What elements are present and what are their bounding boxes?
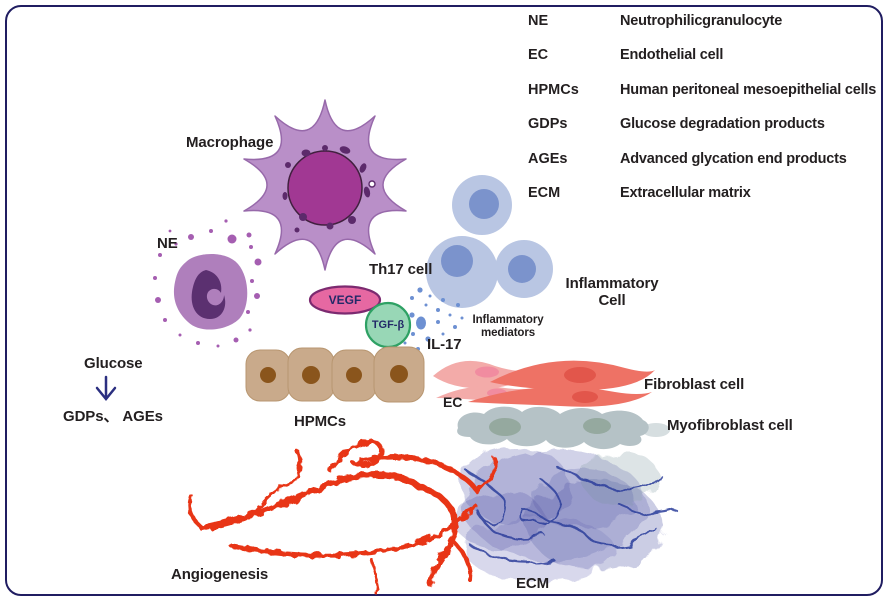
hpmcs-label: HPMCs bbox=[294, 413, 347, 430]
glucose-label: Glucose bbox=[84, 355, 143, 372]
legend-abbr: GDPs bbox=[528, 116, 568, 133]
legend-abbr: AGEs bbox=[528, 150, 568, 167]
macrophage-label: Macrophage bbox=[186, 134, 274, 151]
fibroblast-label: Fibroblast cell bbox=[644, 376, 745, 393]
legend-definition: Extracellular matrix bbox=[620, 184, 751, 201]
legend-definition: Glucose degradation products bbox=[620, 116, 825, 133]
hpmc-cells-illustration bbox=[245, 346, 425, 403]
glucose-arrow-icon bbox=[95, 375, 117, 401]
legend-definition: Neutrophilicgranulocyte bbox=[620, 13, 783, 29]
legend-abbr: ECM bbox=[528, 184, 561, 201]
macrophage-nucleus bbox=[287, 150, 363, 226]
legend-abbr: NE bbox=[528, 13, 549, 29]
ecm-illustration bbox=[455, 447, 677, 582]
angiogenesis-label: Angiogenesis bbox=[171, 566, 269, 583]
legend-row-hpmcs: HPMCs Human peritoneal mesoepithelial ce… bbox=[528, 82, 878, 116]
legend-definition: Endothelial cell bbox=[620, 47, 724, 64]
macrophage-illustration bbox=[243, 99, 407, 271]
il17-label: IL-17 bbox=[427, 336, 462, 353]
gdps-ages-label: GDPs、 AGEs bbox=[63, 408, 163, 425]
ne-label: NE bbox=[157, 235, 178, 252]
th17-label: Th17 cell bbox=[369, 261, 433, 278]
th17-cells-illustration bbox=[426, 175, 553, 308]
legend-row-ages: AGEs Advanced glycation end products bbox=[528, 151, 878, 185]
ec-label: EC bbox=[443, 394, 463, 410]
tgfb-badge-label: TGF-β bbox=[371, 319, 405, 331]
mediator-dots bbox=[403, 287, 464, 351]
fibroblast-illustration bbox=[433, 360, 655, 407]
legend-row-ecm: ECM Extracellular matrix bbox=[528, 185, 878, 219]
ne-nucleus bbox=[191, 270, 226, 319]
legend-definition: Human peritoneal mesoepithelial cells bbox=[620, 81, 877, 98]
figure-border bbox=[5, 5, 883, 596]
legend-abbr: HPMCs bbox=[528, 81, 579, 98]
inflammatory-cell-line2: Cell bbox=[598, 292, 626, 310]
inflammatory-cell-line1: Inflammatory bbox=[565, 275, 659, 292]
myofibroblast-illustration bbox=[457, 406, 670, 450]
vegf-badge-label: VEGF bbox=[328, 293, 362, 307]
legend-row-ne: NE Neutrophilicgranulocyte bbox=[528, 13, 878, 47]
inflammatory-mediators-line2: mediators bbox=[480, 327, 536, 340]
legend-row-gdps: GDPs Glucose degradation products bbox=[528, 116, 878, 150]
legend-abbr: EC bbox=[528, 47, 549, 64]
myofibroblast-label: Myofibroblast cell bbox=[667, 417, 793, 434]
angiogenesis-illustration bbox=[187, 439, 498, 595]
legend: NE Neutrophilicgranulocyte EC Endothelia… bbox=[528, 13, 878, 219]
ecm-label: ECM bbox=[516, 575, 550, 592]
legend-definition: Advanced glycation end products bbox=[620, 150, 847, 167]
legend-row-ec: EC Endothelial cell bbox=[528, 47, 878, 81]
ne-cell-illustration bbox=[153, 219, 262, 348]
vegf-badge bbox=[308, 285, 382, 315]
inflammatory-mediators-line1: Inflammatory bbox=[472, 314, 544, 326]
inflammatory-cell-label: Inflammatory Cell bbox=[564, 275, 660, 310]
inflammatory-mediators-label: Inflammatory mediators bbox=[462, 314, 554, 340]
macrophage-granules bbox=[282, 145, 371, 233]
